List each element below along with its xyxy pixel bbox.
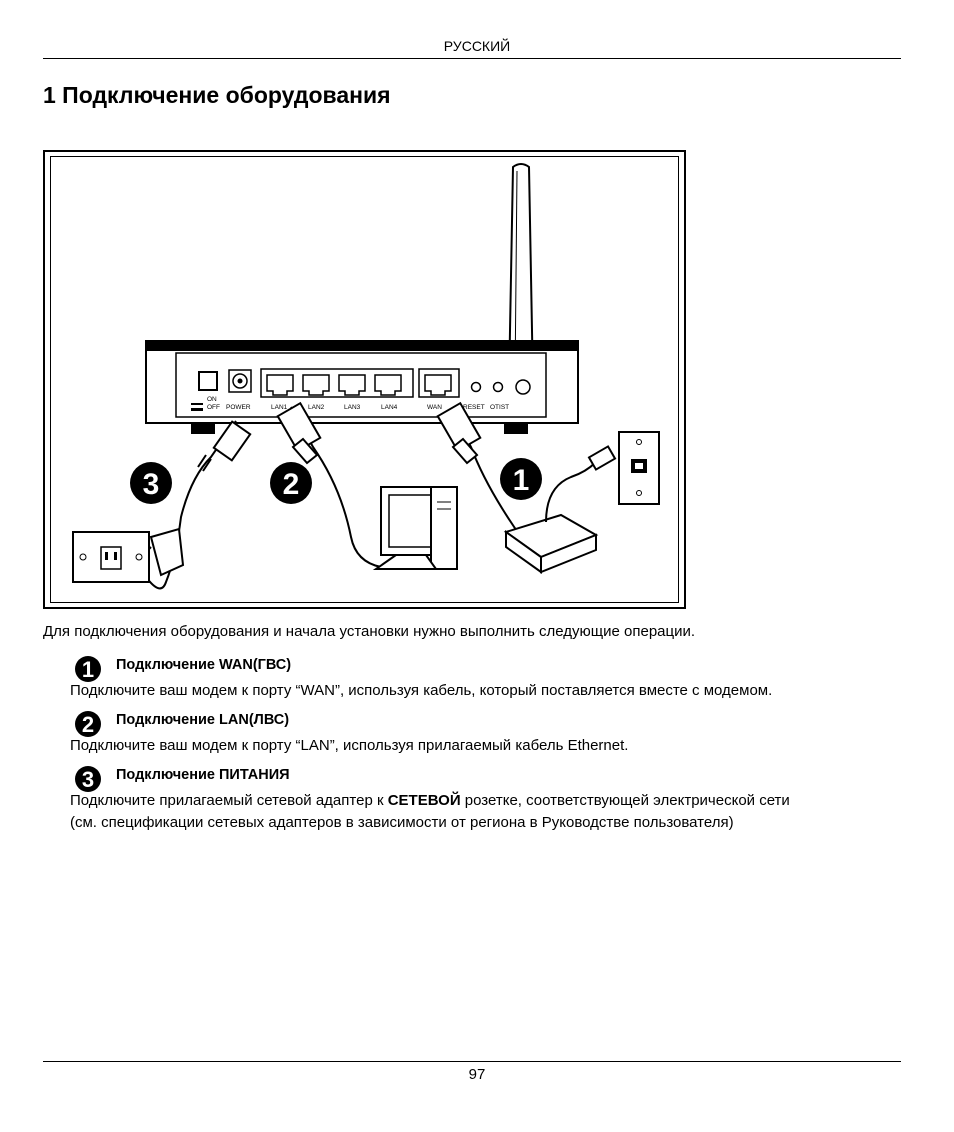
hardware-connection-illustration: ON OFF POWER LAN1 LAN2 LAN3 LAN4 WAN RES… (72, 163, 660, 590)
label-lan3: LAN3 (344, 404, 361, 411)
router-body (145, 340, 579, 434)
label-wan: WAN (427, 404, 442, 411)
step-3-number-icon: 3 (75, 766, 101, 792)
wall-outlet (72, 527, 185, 583)
svg-text:3: 3 (143, 468, 160, 501)
step-2-text: Подключите ваш модем к порту “LAN”, испо… (70, 737, 629, 754)
callout-1: 1 (500, 458, 542, 500)
step-1-title: Подключение WAN(ГВС) (116, 657, 292, 673)
header-rule (43, 58, 901, 59)
step-3-text-after: розетке, соответствующей электрической с… (460, 792, 790, 809)
modem (503, 513, 599, 574)
intro-text: Для подключения оборудования и начала ус… (43, 623, 696, 640)
port-labels: ON OFF POWER LAN1 LAN2 LAN3 LAN4 WAN RES… (207, 396, 509, 411)
footer-rule (43, 1061, 901, 1062)
figure-frame: ON OFF POWER LAN1 LAN2 LAN3 LAN4 WAN RES… (50, 156, 679, 603)
page-title: 1 Подключение оборудования (43, 82, 391, 108)
step-2-number-icon: 2 (75, 711, 101, 737)
page-header-language: РУССКИЙ (443, 38, 511, 54)
svg-text:1: 1 (513, 464, 530, 497)
label-power: POWER (226, 404, 251, 411)
svg-text:2: 2 (283, 468, 300, 501)
phone-wall-jack (618, 431, 660, 505)
step-3-text-bold: СЕТЕВОЙ (387, 792, 461, 809)
step-3-text: Подключите прилагаемый сетевой адаптер к… (70, 790, 900, 834)
label-off: OFF (207, 404, 220, 411)
callout-2: 2 (270, 462, 312, 504)
label-otist: OTIST (490, 404, 509, 411)
connection-figure: ON OFF POWER LAN1 LAN2 LAN3 LAN4 WAN RES… (43, 150, 686, 609)
label-lan1: LAN1 (271, 404, 288, 411)
page-number: 97 (468, 1066, 486, 1083)
label-on: ON (207, 396, 217, 403)
computer (372, 486, 458, 570)
step-1-number-icon: 1 (75, 656, 101, 682)
step-3-text-line2: (см. спецификации сетевых адаптеров в за… (70, 814, 734, 831)
phone-cable (545, 445, 617, 523)
wan-cable (436, 401, 522, 538)
lan-cable (276, 401, 382, 568)
label-reset: RESET (463, 404, 485, 411)
callout-3: 3 (130, 462, 172, 504)
step-1-text: Подключите ваш модем к порту “WAN”, испо… (70, 682, 773, 699)
step-3-text-before: Подключите прилагаемый сетевой адаптер к (70, 792, 388, 809)
step-2-title: Подключение LAN(ЛВС) (116, 712, 290, 728)
label-lan4: LAN4 (381, 404, 398, 411)
step-3-title: Подключение ПИТАНИЯ (116, 767, 290, 783)
label-lan2: LAN2 (308, 404, 325, 411)
